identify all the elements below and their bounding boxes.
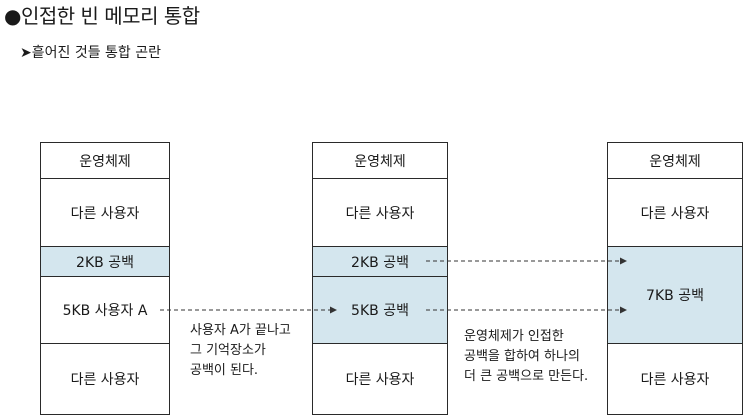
page-title: ●인접한 빈 메모리 통합: [4, 4, 200, 28]
other-user-block: 다른 사용자: [70, 372, 140, 388]
memory-column-after-merge: 운영체제 다른 사용자 7KB 공백 다른 사용자: [607, 142, 743, 415]
user-a-block: 5KB 사용자 A: [41, 277, 169, 344]
other-user-block: 다른 사용자: [608, 179, 742, 247]
note-merge: 운영체제가 인접한 공백을 합하여 하나의 더 큰 공백으로 만든다.: [464, 329, 589, 384]
subtitle: ➤흩어진 것들 통합 곤란: [20, 45, 162, 61]
other-user-block: 다른 사용자: [41, 179, 169, 247]
merged-free-block-7kb: 7KB 공백: [608, 247, 742, 344]
free-block-2kb: 2KB 공백: [313, 247, 447, 277]
memory-column-after-release: 운영체제 다른 사용자 2KB 공백 5KB 공백 다른 사용자: [312, 142, 448, 415]
memory-column-before: 운영체제 다른 사용자 2KB 공백 5KB 사용자 A 다른 사용자: [40, 142, 170, 415]
other-user-block: 다른 사용자: [313, 179, 447, 247]
other-user-block: 다른 사용자: [640, 372, 710, 388]
os-block: 운영체제: [313, 143, 447, 179]
os-block: 운영체제: [41, 143, 169, 179]
free-block-2kb: 2KB 공백: [41, 247, 169, 277]
other-user-block: 다른 사용자: [345, 372, 415, 388]
note-release: 사용자 A가 끝나고 그 기억장소가 공백이 된다.: [190, 323, 291, 378]
os-block: 운영체제: [608, 143, 742, 179]
